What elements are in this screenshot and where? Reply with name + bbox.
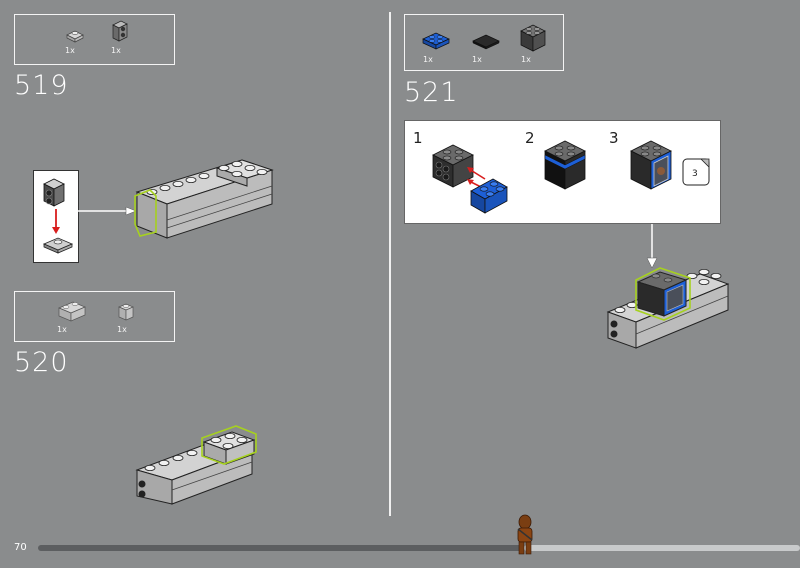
- step-521-parts-box: 1x 1x 1x: [404, 14, 564, 71]
- step-520-part-2-qty: 1x: [117, 325, 127, 334]
- step-521-model: [606, 267, 730, 349]
- step-520-parts-box: 1x 1x: [14, 291, 175, 342]
- step-520-model: [135, 425, 257, 505]
- step-521-part-1-qty: 1x: [423, 55, 433, 64]
- step-521-callout: 1 2 3: [404, 120, 721, 224]
- brick-1x1-icon: [118, 303, 134, 321]
- subassembly-bracket-icon: [43, 178, 65, 207]
- bracket-1x1-icon: [112, 20, 128, 42]
- step-519-part-2-qty: 1x: [111, 46, 121, 55]
- substep-2-number: 2: [525, 129, 535, 147]
- substep-1-blue-plate: [470, 178, 508, 214]
- pointer-arrow-icon: [78, 206, 137, 216]
- subassembly-plate-icon: [42, 237, 74, 254]
- substep-2-brick: [544, 140, 586, 190]
- page-number: 70: [14, 542, 27, 553]
- sticker-label: 3: [692, 169, 698, 179]
- callout-pointer-arrow: [646, 224, 658, 269]
- slope-1x2-icon: [58, 301, 86, 322]
- progress-bar-completed: [38, 545, 524, 551]
- step-521-number: 521: [404, 77, 459, 108]
- progress-bar-remaining: [524, 545, 800, 551]
- tile-2x2-black-icon: [472, 34, 500, 50]
- red-arrow-icon: [52, 209, 60, 234]
- substep-1-number: 1: [413, 129, 423, 147]
- page-divider: [389, 12, 391, 516]
- brick-2x2-dark-icon: [520, 24, 546, 52]
- step-519-number: 519: [14, 70, 69, 101]
- step-520-number: 520: [14, 347, 69, 378]
- step-520-part-1-qty: 1x: [57, 325, 67, 334]
- sticker-icon: [682, 158, 710, 186]
- step-521-part-3-qty: 1x: [521, 55, 531, 64]
- substep-3-brick: [630, 140, 672, 190]
- substep-3-number: 3: [609, 129, 619, 147]
- plate-1x1-icon: [66, 30, 84, 43]
- substep-1-dark-brick: [432, 144, 474, 188]
- chewbacca-minifig-icon: [517, 514, 533, 555]
- step-519-model: [134, 159, 274, 239]
- step-519-part-1-qty: 1x: [65, 46, 75, 55]
- step-519-parts-box: 1x 1x: [14, 14, 175, 65]
- plate-2x2-blue-icon: [422, 32, 450, 50]
- step-521-part-2-qty: 1x: [472, 55, 482, 64]
